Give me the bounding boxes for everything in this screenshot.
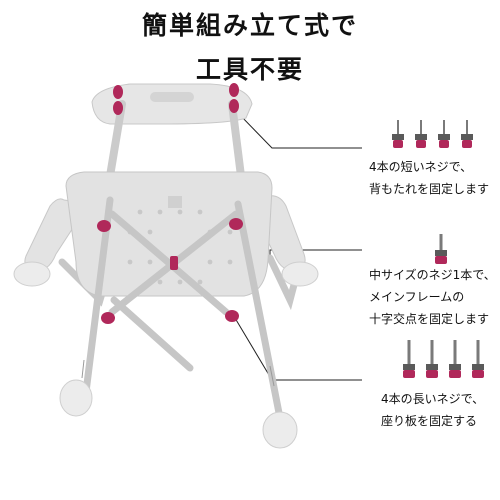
callout-line: 4本の長いネジで、 — [381, 392, 485, 406]
callout-line: 中サイズのネジ1本で、 — [369, 268, 496, 282]
knob-back-right — [229, 83, 239, 97]
screw-icon — [426, 340, 438, 378]
screw-icons-short — [392, 120, 473, 148]
callout-seat-screws: 4本の長いネジで、 座り板を固定する — [381, 388, 484, 432]
screw-icon — [392, 120, 404, 148]
callout-line: メインフレームの — [369, 290, 465, 304]
screw-icon — [415, 120, 427, 148]
front-left-foot — [59, 379, 93, 417]
screw-icons-long — [403, 340, 484, 378]
right-arm-foot — [281, 261, 319, 287]
screw-icon — [449, 340, 461, 378]
callout-line: 背もたれを固定します — [369, 182, 490, 196]
callout-line: 座り板を固定する — [381, 414, 478, 428]
screw-icon — [438, 120, 450, 148]
front-right-foot — [262, 411, 298, 449]
left-arm-foot — [13, 261, 51, 287]
chair — [13, 83, 319, 449]
knob-center — [170, 256, 178, 270]
screw-icon — [472, 340, 484, 378]
screw-icon — [403, 340, 415, 378]
seat — [65, 171, 273, 297]
callout-frame-screw: 中サイズのネジ1本で、 メインフレームの 十字交点を固定します — [369, 264, 496, 330]
headline-assembly: 簡単組み立て式で — [141, 11, 358, 40]
callout-backrest-screws: 4本の短いネジで、 背もたれを固定します — [369, 156, 489, 200]
callout-line: 4本の短いネジで、 — [369, 160, 473, 174]
screw-icon — [435, 234, 447, 264]
leader-line-seat — [231, 312, 362, 381]
callout-line: 十字交点を固定します — [369, 312, 490, 326]
screw-icon — [461, 120, 473, 148]
backrest-handle — [150, 92, 194, 102]
leader-line-backrest — [237, 112, 362, 149]
knob-back-left — [113, 85, 123, 99]
screw-icons-medium — [435, 234, 447, 264]
headline-no-tools: 工具不要 — [195, 55, 304, 84]
